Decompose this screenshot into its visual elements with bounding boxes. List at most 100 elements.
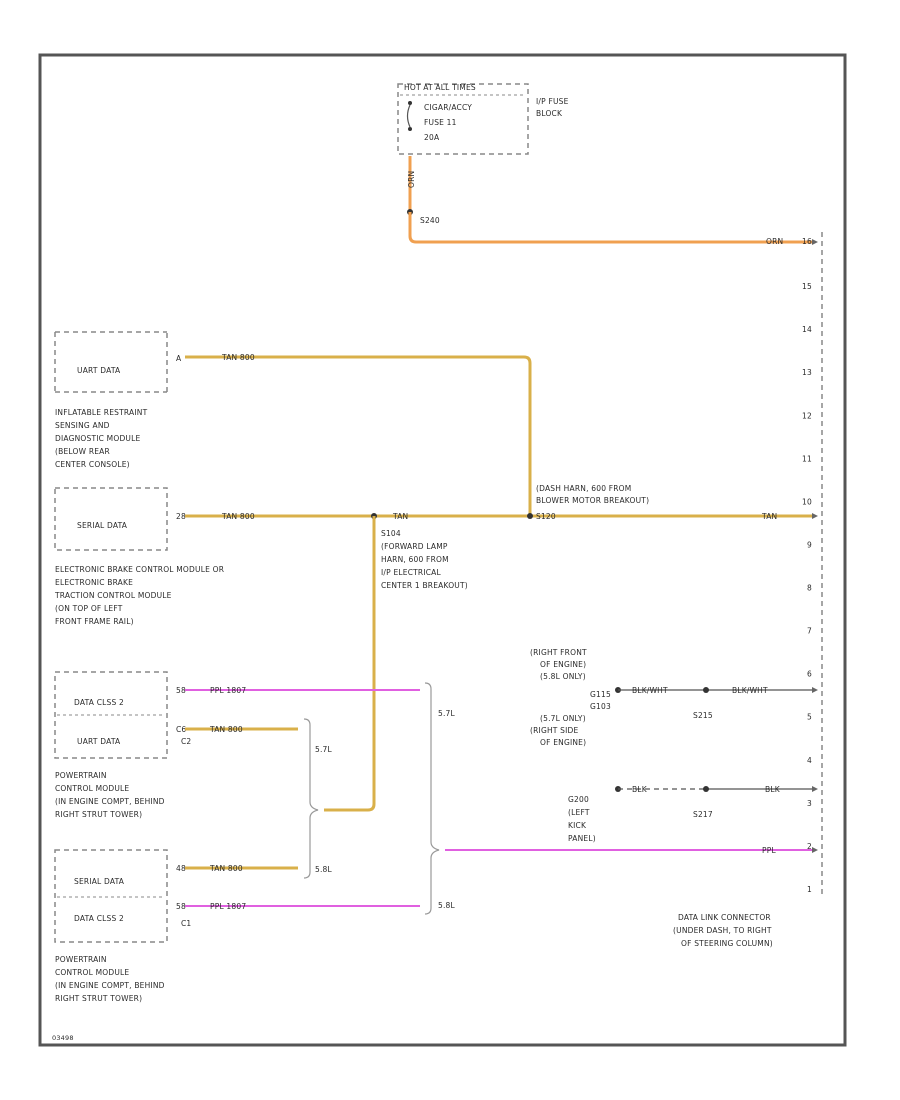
pcm-58-box-outline bbox=[54, 849, 168, 943]
pcm-57-module: DATA CLSS 2 UART DATA 58 C6 C2 POWERTRAI… bbox=[54, 671, 191, 819]
ebcm-desc-4: (ON TOP OF LEFT bbox=[55, 604, 123, 613]
dlc-desc-3: OF STEERING COLUMN) bbox=[681, 939, 773, 948]
blk-wht-right-label: BLK/WHT bbox=[732, 686, 768, 695]
dlc-arrow-pin9 bbox=[812, 513, 818, 519]
g200-note-4: PANEL) bbox=[568, 834, 596, 843]
inflatable-box-outline bbox=[54, 331, 168, 393]
fuse-line-1: CIGAR/ACCY bbox=[424, 103, 472, 112]
splice-s215-dot bbox=[703, 687, 709, 693]
dlc-pin-2: 2 bbox=[807, 842, 812, 851]
g103-note-7: (RIGHT SIDE bbox=[530, 726, 579, 735]
splice-s120-label: S120 bbox=[536, 512, 556, 521]
dlc-pin-13: 13 bbox=[802, 368, 812, 377]
pcm-58-connector: C1 bbox=[181, 919, 191, 928]
pcm-57-connector: C2 bbox=[181, 737, 191, 746]
ebcm-desc-1: ELECTRONIC BRAKE CONTROL MODULE OR bbox=[55, 565, 224, 574]
footer-code: 03498 bbox=[52, 1034, 74, 1042]
splice-s217-label: S217 bbox=[693, 810, 713, 819]
splice-s215-label: S215 bbox=[693, 711, 713, 720]
tan-wire-s104-drop bbox=[324, 516, 376, 812]
pcm-57-desc-4: RIGHT STRUT TOWER) bbox=[55, 810, 142, 819]
tan-mid-label: TAN bbox=[392, 512, 408, 521]
pcm-58-desc-4: RIGHT STRUT TOWER) bbox=[55, 994, 142, 1003]
dlc-pin-15: 15 bbox=[802, 282, 812, 291]
splice-s104-desc-2: HARN, 600 FROM bbox=[381, 555, 449, 564]
dlc-arrow-pin16 bbox=[812, 239, 818, 245]
pcm-57-desc-3: (IN ENGINE COMPT, BEHIND bbox=[55, 797, 165, 806]
dlc-pin-7: 7 bbox=[807, 627, 812, 636]
fuse-location-1: I/P FUSE bbox=[536, 97, 569, 106]
pcm-57-wires: PPL 1807 TAN 800 bbox=[185, 686, 420, 734]
g103-note-5: G103 bbox=[590, 702, 611, 711]
g103-note-2: OF ENGINE) bbox=[540, 660, 586, 669]
pcm-57-desc-1: POWERTRAIN bbox=[55, 771, 107, 780]
fuse-line-3: 20A bbox=[424, 133, 440, 142]
dlc-arrow-pin4 bbox=[812, 786, 818, 792]
g103-note-8: OF ENGINE) bbox=[540, 738, 586, 747]
tan-wire-inflatable: TAN 800 bbox=[185, 353, 532, 516]
dlc-pin-16: 16 bbox=[802, 237, 812, 246]
pcm-57-box-outline bbox=[54, 671, 168, 759]
dlc-pin-9: 9 bbox=[807, 541, 812, 550]
g103-note-1: (RIGHT FRONT bbox=[530, 648, 587, 657]
g103-note-4: G115 bbox=[590, 690, 611, 699]
inflatable-restraint-module: UART DATA A INFLATABLE RESTRAINT SENSING… bbox=[54, 331, 182, 469]
dlc-pin-5: 5 bbox=[807, 713, 812, 722]
tan-ebcm-label: TAN 800 bbox=[221, 512, 255, 521]
pcm-58-row1-pin: 48 bbox=[176, 864, 186, 873]
brace-ppl-shape bbox=[424, 682, 440, 915]
blk-right-label: BLK bbox=[765, 785, 781, 794]
inflatable-desc-2: SENSING AND bbox=[55, 421, 110, 430]
splice-s120-desc-2: BLOWER MOTOR BREAKOUT) bbox=[536, 496, 649, 505]
brace-57-lower-label: 5.7L bbox=[438, 709, 456, 718]
splice-s120-desc-1: (DASH HARN, 600 FROM bbox=[536, 484, 631, 493]
dlc-pin-4: 4 bbox=[807, 756, 812, 765]
pcm-58-wires: TAN 800 PPL 1807 bbox=[185, 864, 420, 911]
fuse-symbol bbox=[406, 101, 412, 131]
ebcm-desc-5: FRONT FRAME RAIL) bbox=[55, 617, 134, 626]
brace-58-lower-label: 5.8L bbox=[438, 901, 456, 910]
orange-power-wire: ORN S240 ORN bbox=[407, 156, 812, 246]
engine-brace-ppl: 5.7L 5.8L PPL bbox=[424, 682, 812, 915]
fuse-block-outline bbox=[397, 83, 529, 155]
dlc-arrow-pin2 bbox=[812, 847, 818, 853]
splice-s120-dot bbox=[527, 513, 533, 519]
ground-g103-g115: (RIGHT FRONT OF ENGINE) (5.8L ONLY) G115… bbox=[530, 648, 812, 747]
dlc-pin-3: 3 bbox=[807, 799, 812, 808]
fuse-terminal-bottom bbox=[408, 127, 412, 131]
ground-g200: BLK S217 BLK G200 (LEFT KICK PANEL) bbox=[568, 785, 812, 843]
inflatable-desc-4: (BELOW REAR bbox=[55, 447, 110, 456]
splice-s104-desc-4: CENTER 1 BREAKOUT) bbox=[381, 581, 468, 590]
inflatable-pin: A bbox=[176, 354, 182, 363]
dlc-pin-6: 6 bbox=[807, 670, 812, 679]
brace-tan-shape bbox=[303, 718, 319, 879]
tan-main-bus: TAN 800 TAN TAN S120 (DASH HARN, 600 FRO… bbox=[185, 484, 812, 812]
pcm-58-desc-2: CONTROL MODULE bbox=[55, 968, 129, 977]
tan-58-label: TAN 800 bbox=[209, 864, 243, 873]
dlc-desc-2: (UNDER DASH, TO RIGHT bbox=[673, 926, 772, 935]
brace-58-upper-label: 5.8L bbox=[315, 865, 333, 874]
diagram-frame bbox=[38, 53, 847, 1047]
inflatable-box-label: UART DATA bbox=[77, 366, 121, 375]
ebcm-pin: 28 bbox=[176, 512, 186, 521]
g103-note-3: (5.8L ONLY) bbox=[540, 672, 586, 681]
pcm-58-row2-label: DATA CLSS 2 bbox=[74, 914, 124, 923]
orn-vertical-label: ORN bbox=[407, 171, 416, 188]
inflatable-desc-5: CENTER CONSOLE) bbox=[55, 460, 130, 469]
pcm-57-desc-2: CONTROL MODULE bbox=[55, 784, 129, 793]
pcm-58-module: SERIAL DATA DATA CLSS 2 48 58 C1 POWERTR… bbox=[54, 849, 191, 1003]
dlc-pin-12: 12 bbox=[802, 411, 812, 420]
dlc-pin-11: 11 bbox=[802, 454, 812, 463]
tan-inflatable-label: TAN 800 bbox=[221, 353, 255, 362]
tan-57-label: TAN 800 bbox=[209, 725, 243, 734]
ebcm-desc-3: TRACTION CONTROL MODULE bbox=[54, 591, 172, 600]
pcm-57-row2-label: UART DATA bbox=[77, 737, 121, 746]
g103-note-6: (5.7L ONLY) bbox=[540, 714, 586, 723]
g200-note-2: (LEFT bbox=[568, 808, 590, 817]
dlc-pin-8: 8 bbox=[807, 584, 812, 593]
ppl-58-label: PPL 1807 bbox=[210, 902, 246, 911]
ebcm-module: SERIAL DATA 28 ELECTRONIC BRAKE CONTROL … bbox=[54, 487, 224, 626]
fuse-location-2: BLOCK bbox=[536, 109, 563, 118]
